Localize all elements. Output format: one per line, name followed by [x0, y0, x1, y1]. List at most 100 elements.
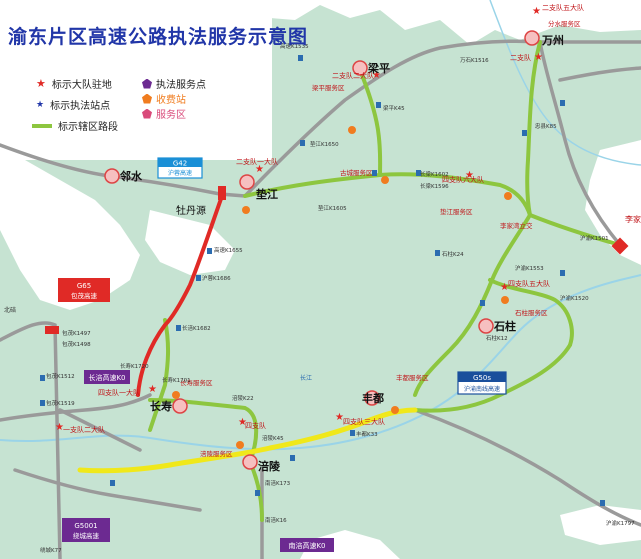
- label-dianjiang-sa: 垫江服务区: [440, 207, 473, 216]
- stake-k1498: 包茂K1498: [62, 340, 91, 348]
- toll-icon: [376, 102, 381, 108]
- stake-k33: 丰都K33: [356, 430, 378, 438]
- shield-g50s-line2: 沪渝南线高速: [464, 385, 500, 393]
- stake-k1520: 沪渝K1520: [560, 294, 589, 302]
- section-g65-red: [136, 194, 224, 397]
- stake-k1701: 长寿K1701: [162, 376, 191, 384]
- section-shizhu-loop: [488, 278, 574, 347]
- section-changfu: [148, 318, 171, 432]
- shield-nanfu-line1: 南涪高速K0: [288, 541, 325, 550]
- star-d43: ★: [335, 412, 344, 423]
- border-marker-g65: [45, 326, 59, 334]
- star-d2: ★: [534, 52, 543, 63]
- city-markers: [104, 30, 540, 470]
- toll-icon: [255, 490, 260, 496]
- city-dot-fengdu: [364, 390, 380, 406]
- green-line-icon: [32, 123, 52, 128]
- river-branch: [489, 0, 641, 166]
- toll-icon: [176, 325, 181, 331]
- toll-icon: [522, 130, 527, 136]
- pentagon-pink-icon: [142, 108, 152, 119]
- service-area-fengdu-icon: [391, 406, 399, 414]
- stake-k16: 南涪K16: [265, 516, 287, 524]
- brigade-d1: 二支队一大队: [236, 157, 278, 166]
- legend-panel: [0, 0, 272, 160]
- brigade-d12: 一支队二大队: [63, 425, 105, 434]
- toll-icon: [560, 100, 565, 106]
- toll-icon: [560, 270, 565, 276]
- label-changshou-sa: 长寿服务区: [180, 378, 213, 387]
- stake-k45: 梁平K45: [383, 104, 405, 112]
- stake-k1720: 长寿K1720: [120, 362, 149, 370]
- toll-icon: [290, 455, 295, 461]
- map-title: 渝东片区高速公路执法服务示意图: [8, 26, 309, 48]
- brigade-d43: 四支队三大队: [343, 417, 385, 426]
- legend-section: 标示辖区路段: [32, 118, 118, 133]
- city-linshui: 邻水: [119, 169, 143, 183]
- stake-k22: 涪陵K22: [232, 394, 254, 402]
- label-fuling-sa: 涪陵服务区: [200, 449, 233, 458]
- toll-icon: [600, 500, 605, 506]
- service-area-lijia-icon: [504, 192, 512, 200]
- toll-icons: [40, 55, 605, 506]
- shield-g42-line2: 沪蓉高速: [168, 169, 192, 177]
- section-wanzhou-lijia: [525, 40, 542, 217]
- toll-icon: [480, 300, 485, 306]
- shield-g42-line1: G42: [173, 160, 187, 168]
- shield-changfu-line1: 长涪高速K0: [88, 373, 125, 382]
- city-dot-wanzhou: [524, 30, 540, 46]
- white-region-north: [270, 0, 641, 45]
- small-star-icon: ★: [36, 99, 45, 110]
- stake-k77: 绕城K77: [40, 546, 62, 554]
- legend-toll: 收费站: [142, 91, 186, 106]
- border-marker-east: [611, 237, 629, 255]
- shield-g5001: G5001 绕城高速: [62, 518, 110, 542]
- legend-service-point: 执法服务点: [142, 76, 206, 91]
- service-labels: 古城服务区 李家湾立交 丰都服务区 垫江服务区 长寿服务区 涪陵服务区 石柱服务…: [180, 19, 581, 458]
- stake-k1535: 高速K1535: [280, 42, 309, 50]
- service-area-gucheng-icon: [381, 176, 389, 184]
- section-liangping-gucheng: [358, 68, 383, 177]
- shield-g65-line2: 包茂高速: [71, 291, 98, 300]
- legend-base-label: 标示大队驻地: [51, 80, 112, 91]
- shield-changfu: 长涪高速K0: [84, 370, 130, 384]
- star-d6: ★: [465, 170, 474, 181]
- star-d4: ★: [238, 417, 247, 428]
- brigade-stars: ★ ★ ★ ★ ★ ★ ★ ★ ★ ★: [55, 6, 543, 433]
- city-dot-fuling: [242, 454, 258, 470]
- toll-icon: [110, 480, 115, 486]
- toll-icon: [196, 275, 201, 281]
- stake-k1519: 包茂K1519: [46, 399, 75, 407]
- city-fuling: 涪陵: [258, 459, 281, 473]
- service-area-shizhu-icon: [501, 296, 509, 304]
- toll-icon: [40, 400, 45, 406]
- label-fenshui-sa: 分水服务区: [548, 19, 581, 28]
- highway-west-lower: [0, 393, 152, 422]
- city-wanzhou: 万州: [541, 34, 564, 47]
- highway-g42-north: [243, 39, 641, 198]
- stake-k173: 南涪K173: [265, 479, 291, 487]
- side-label-river: 长江: [300, 374, 312, 382]
- star-d22: ★: [372, 70, 381, 81]
- highway-changshou-west: [58, 408, 142, 452]
- city-labels: 梁平 万州 垫江 邻水 长寿 涪陵 丰都 石柱 牡丹源: [119, 34, 564, 473]
- toll-icon: [372, 170, 377, 176]
- brigade-d2: 二支队: [510, 53, 531, 62]
- service-area-dianjiang-icon: [242, 206, 250, 214]
- side-label-beibei: 北碚: [4, 306, 16, 314]
- label-lijiaqiao: 李家湾立交: [500, 221, 533, 230]
- shield-g42: G42 沪蓉高速: [157, 157, 203, 179]
- section-lijia-south: [413, 213, 532, 397]
- section-lijia-east: [528, 213, 622, 247]
- shield-nanfu: 南涪高速K0: [280, 538, 334, 552]
- city-mudanyuan: 牡丹源: [176, 204, 206, 217]
- highway-wanzhou-south: [538, 40, 622, 247]
- star-d41: ★: [148, 384, 157, 395]
- label-shizhu-sa: 石柱服务区: [515, 308, 548, 317]
- border-marker-g42: [218, 186, 226, 200]
- stake-k1797: 沪渝K1797: [606, 519, 635, 527]
- stake-k1650: 垫江K1650: [310, 140, 339, 148]
- brigade-d5: 二支队五大队: [542, 3, 584, 12]
- city-dianjiang: 垫江: [256, 187, 278, 201]
